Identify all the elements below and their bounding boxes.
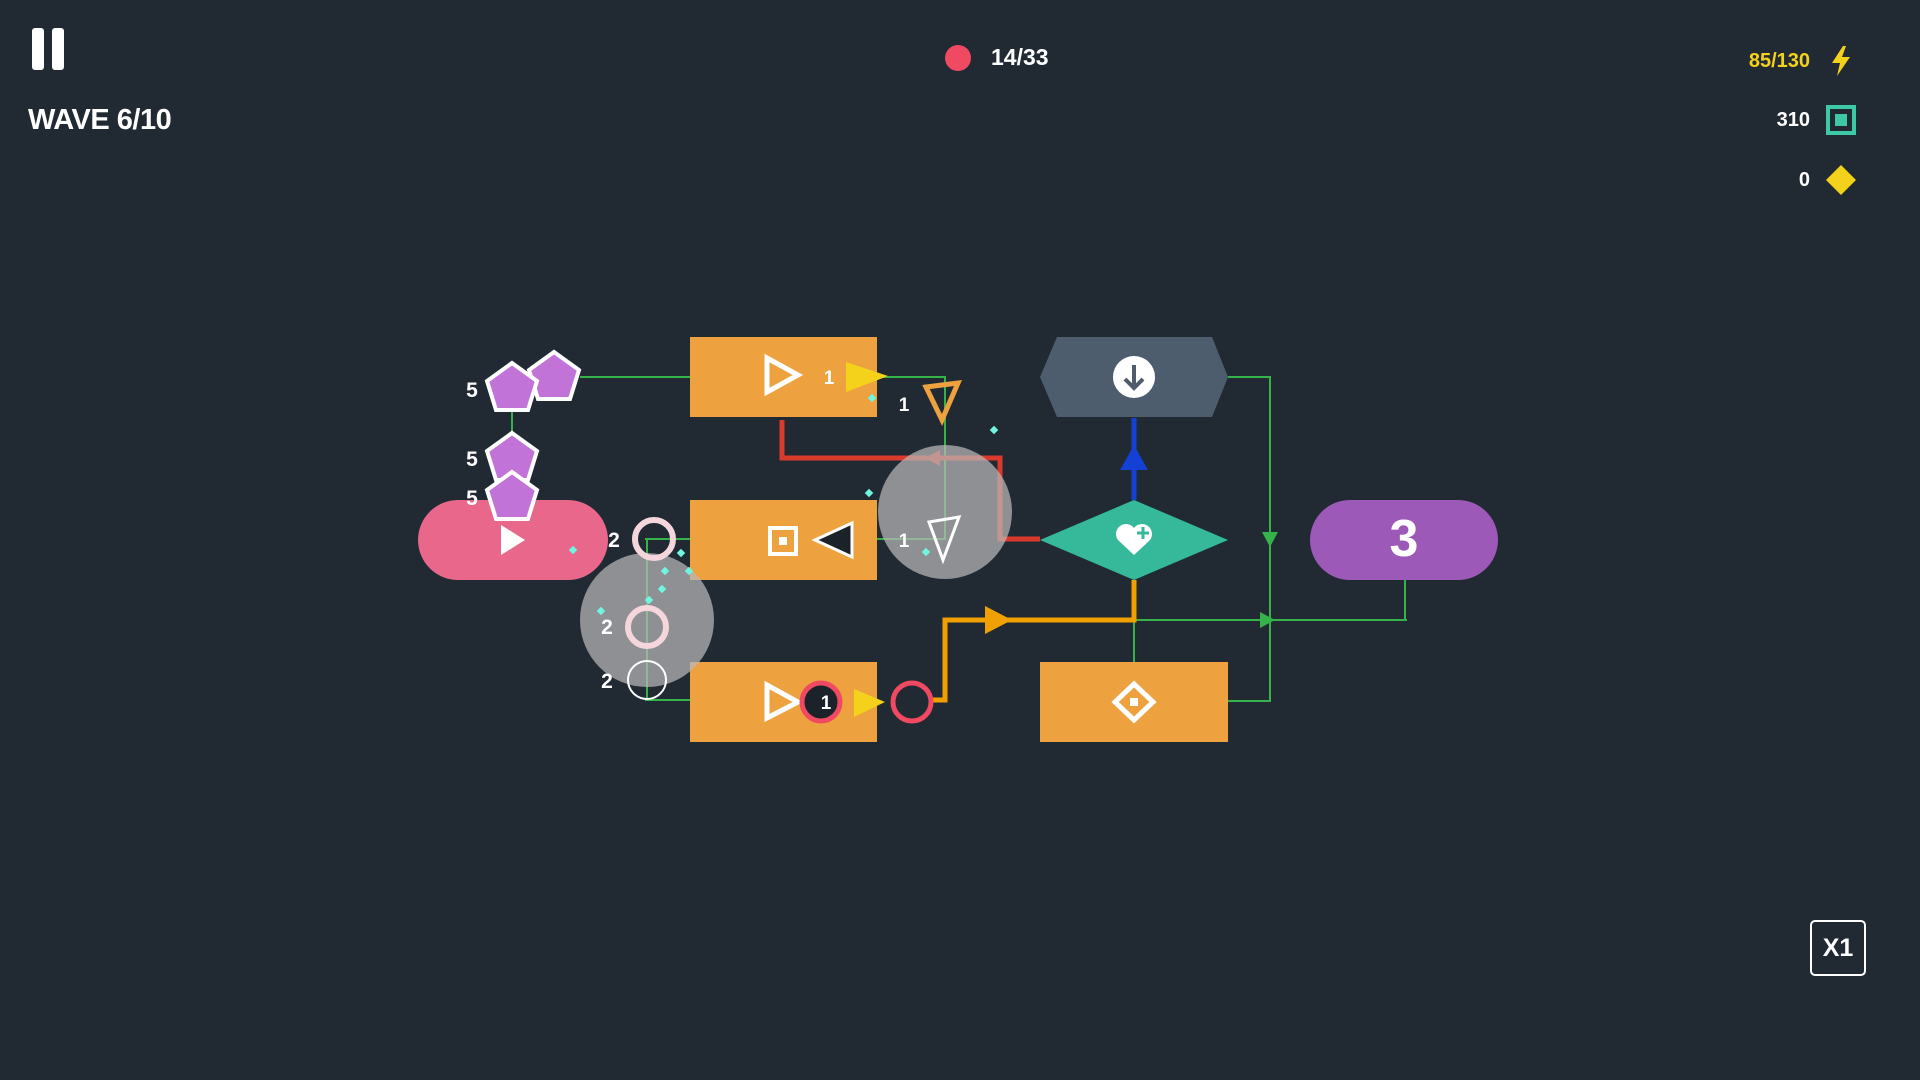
- range-circle: [580, 553, 714, 687]
- orange-path: [930, 580, 1137, 703]
- square-block-icon: [1824, 103, 1858, 137]
- collector-node[interactable]: [1040, 337, 1228, 417]
- tower-middle[interactable]: [690, 500, 877, 580]
- blocks-value: 310: [1776, 108, 1810, 131]
- pause-button[interactable]: [28, 28, 68, 70]
- energy-counter: 85/130: [1749, 44, 1858, 78]
- energy-value: 85/130: [1748, 49, 1810, 72]
- path-arrow-green-right: [1260, 612, 1275, 628]
- diamond-turret-icon: [1111, 680, 1157, 724]
- svg-text:5: 5: [466, 487, 478, 510]
- triangle-turret-icon-2: [764, 680, 804, 723]
- square-turret-icon: [768, 526, 798, 556]
- svg-text:1: 1: [899, 395, 910, 416]
- spawn-queue-labels: 5 5 5: [466, 379, 478, 510]
- enemy-count: 14/33: [991, 44, 1049, 70]
- enemy-triangles: [846, 362, 963, 717]
- play-icon: [501, 525, 525, 555]
- svg-text:5: 5: [466, 379, 478, 402]
- path-arrow-blue: [1120, 445, 1148, 470]
- svg-text:2: 2: [601, 670, 613, 693]
- tower-top[interactable]: [690, 337, 877, 417]
- base-health: 3: [1390, 510, 1419, 568]
- pause-icon: [32, 28, 44, 70]
- diamond-gem-icon: [1824, 163, 1858, 197]
- svg-text:1: 1: [821, 693, 832, 714]
- svg-text:5: 5: [466, 448, 478, 471]
- pause-icon-bar: [52, 28, 64, 70]
- heal-node[interactable]: [1040, 500, 1228, 580]
- speed-toggle-button[interactable]: X1: [1810, 920, 1866, 976]
- lightning-icon: [1824, 44, 1858, 78]
- gems-value: 0: [1798, 168, 1810, 191]
- gems-counter: 0: [1799, 163, 1858, 197]
- svg-text:1: 1: [824, 368, 835, 389]
- tower-diamond[interactable]: [1040, 662, 1228, 742]
- enemy-counter: 14/33: [945, 44, 1049, 71]
- blocks-counter: 310: [1777, 103, 1858, 137]
- enemy-hp-labels: 1 1 1 2 2 2 1: [601, 368, 910, 714]
- range-circle-2: [878, 445, 1012, 579]
- enemy-circles: [625, 517, 934, 724]
- wave-label: WAVE 6/10: [28, 104, 172, 136]
- svg-text:1: 1: [899, 531, 910, 552]
- sparkle-particles: [568, 393, 999, 616]
- enemy-spawn[interactable]: [418, 500, 608, 580]
- svg-text:2: 2: [608, 529, 620, 552]
- svg-text:2: 2: [601, 616, 613, 639]
- turret-barrel-icon: [811, 520, 854, 560]
- path-arrow-green: [1262, 532, 1278, 547]
- enemy-dot-icon: [945, 44, 971, 71]
- red-path: [779, 420, 1040, 542]
- player-base: 3: [1310, 500, 1498, 580]
- enemy-group-pentagons: [484, 349, 582, 521]
- path-arrow-orange: [985, 606, 1012, 634]
- tower-bottom[interactable]: [690, 662, 877, 742]
- triangle-turret-icon: [764, 353, 804, 397]
